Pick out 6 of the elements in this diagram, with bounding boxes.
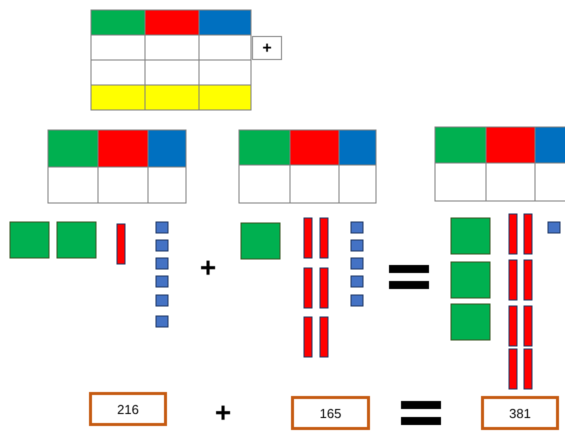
plus-sign: + [214, 399, 232, 427]
number-box: 381 [481, 396, 559, 430]
plus-sign: + [198, 254, 218, 282]
number-box: 216 [89, 392, 167, 426]
number-box: 165 [291, 396, 370, 430]
plus-sign: + [252, 36, 282, 60]
